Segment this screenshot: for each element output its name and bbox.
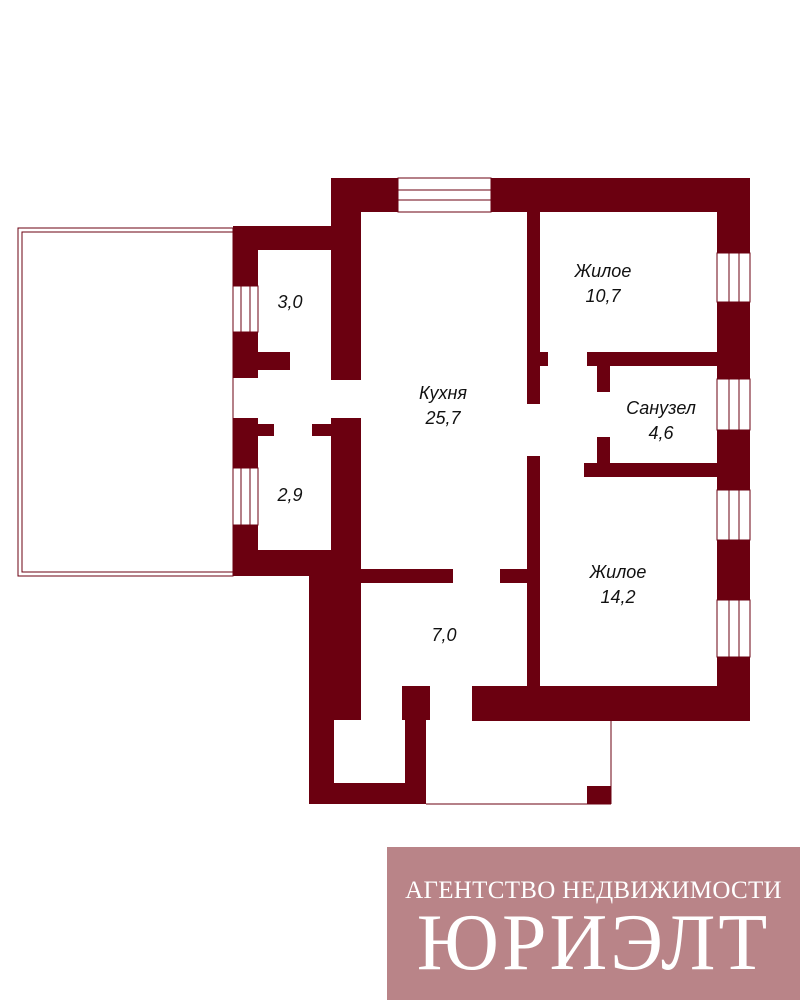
window-right-2 <box>716 378 751 431</box>
window-left-1 <box>232 285 259 333</box>
room-3-name: Санузел <box>626 398 696 418</box>
room-labels: Жилое 10,7 Кухня 25,7 Санузел 4,6 Жилое … <box>276 261 695 645</box>
room-5-area: 3,0 <box>277 292 302 312</box>
walls <box>233 178 750 804</box>
window-right-3 <box>716 489 751 541</box>
logo-agency-text: АГЕНТСТВО НЕДВИЖИМОСТИ <box>405 877 782 904</box>
room-4-name: Жилое <box>589 562 647 582</box>
room-1-area: 10,7 <box>585 286 621 306</box>
logo-brand-text: ЮРИЭЛТ <box>416 899 771 987</box>
terrace <box>17 227 234 577</box>
room-2-name: Кухня <box>419 383 467 403</box>
agency-logo: АГЕНТСТВО НЕДВИЖИМОСТИ ЮРИЭЛТ <box>387 847 800 1000</box>
window-left-2 <box>232 467 259 526</box>
room-4-area: 14,2 <box>600 587 635 607</box>
room-7-area: 7,0 <box>431 625 456 645</box>
room-2-area: 25,7 <box>424 408 461 428</box>
porch <box>426 721 612 805</box>
room-3-area: 4,6 <box>648 423 674 443</box>
room-1-name: Жилое <box>574 261 632 281</box>
room-6-area: 2,9 <box>276 485 302 505</box>
window-right-4 <box>716 599 751 658</box>
windows <box>232 177 751 658</box>
window-top <box>397 177 492 213</box>
window-right-1 <box>716 252 751 303</box>
